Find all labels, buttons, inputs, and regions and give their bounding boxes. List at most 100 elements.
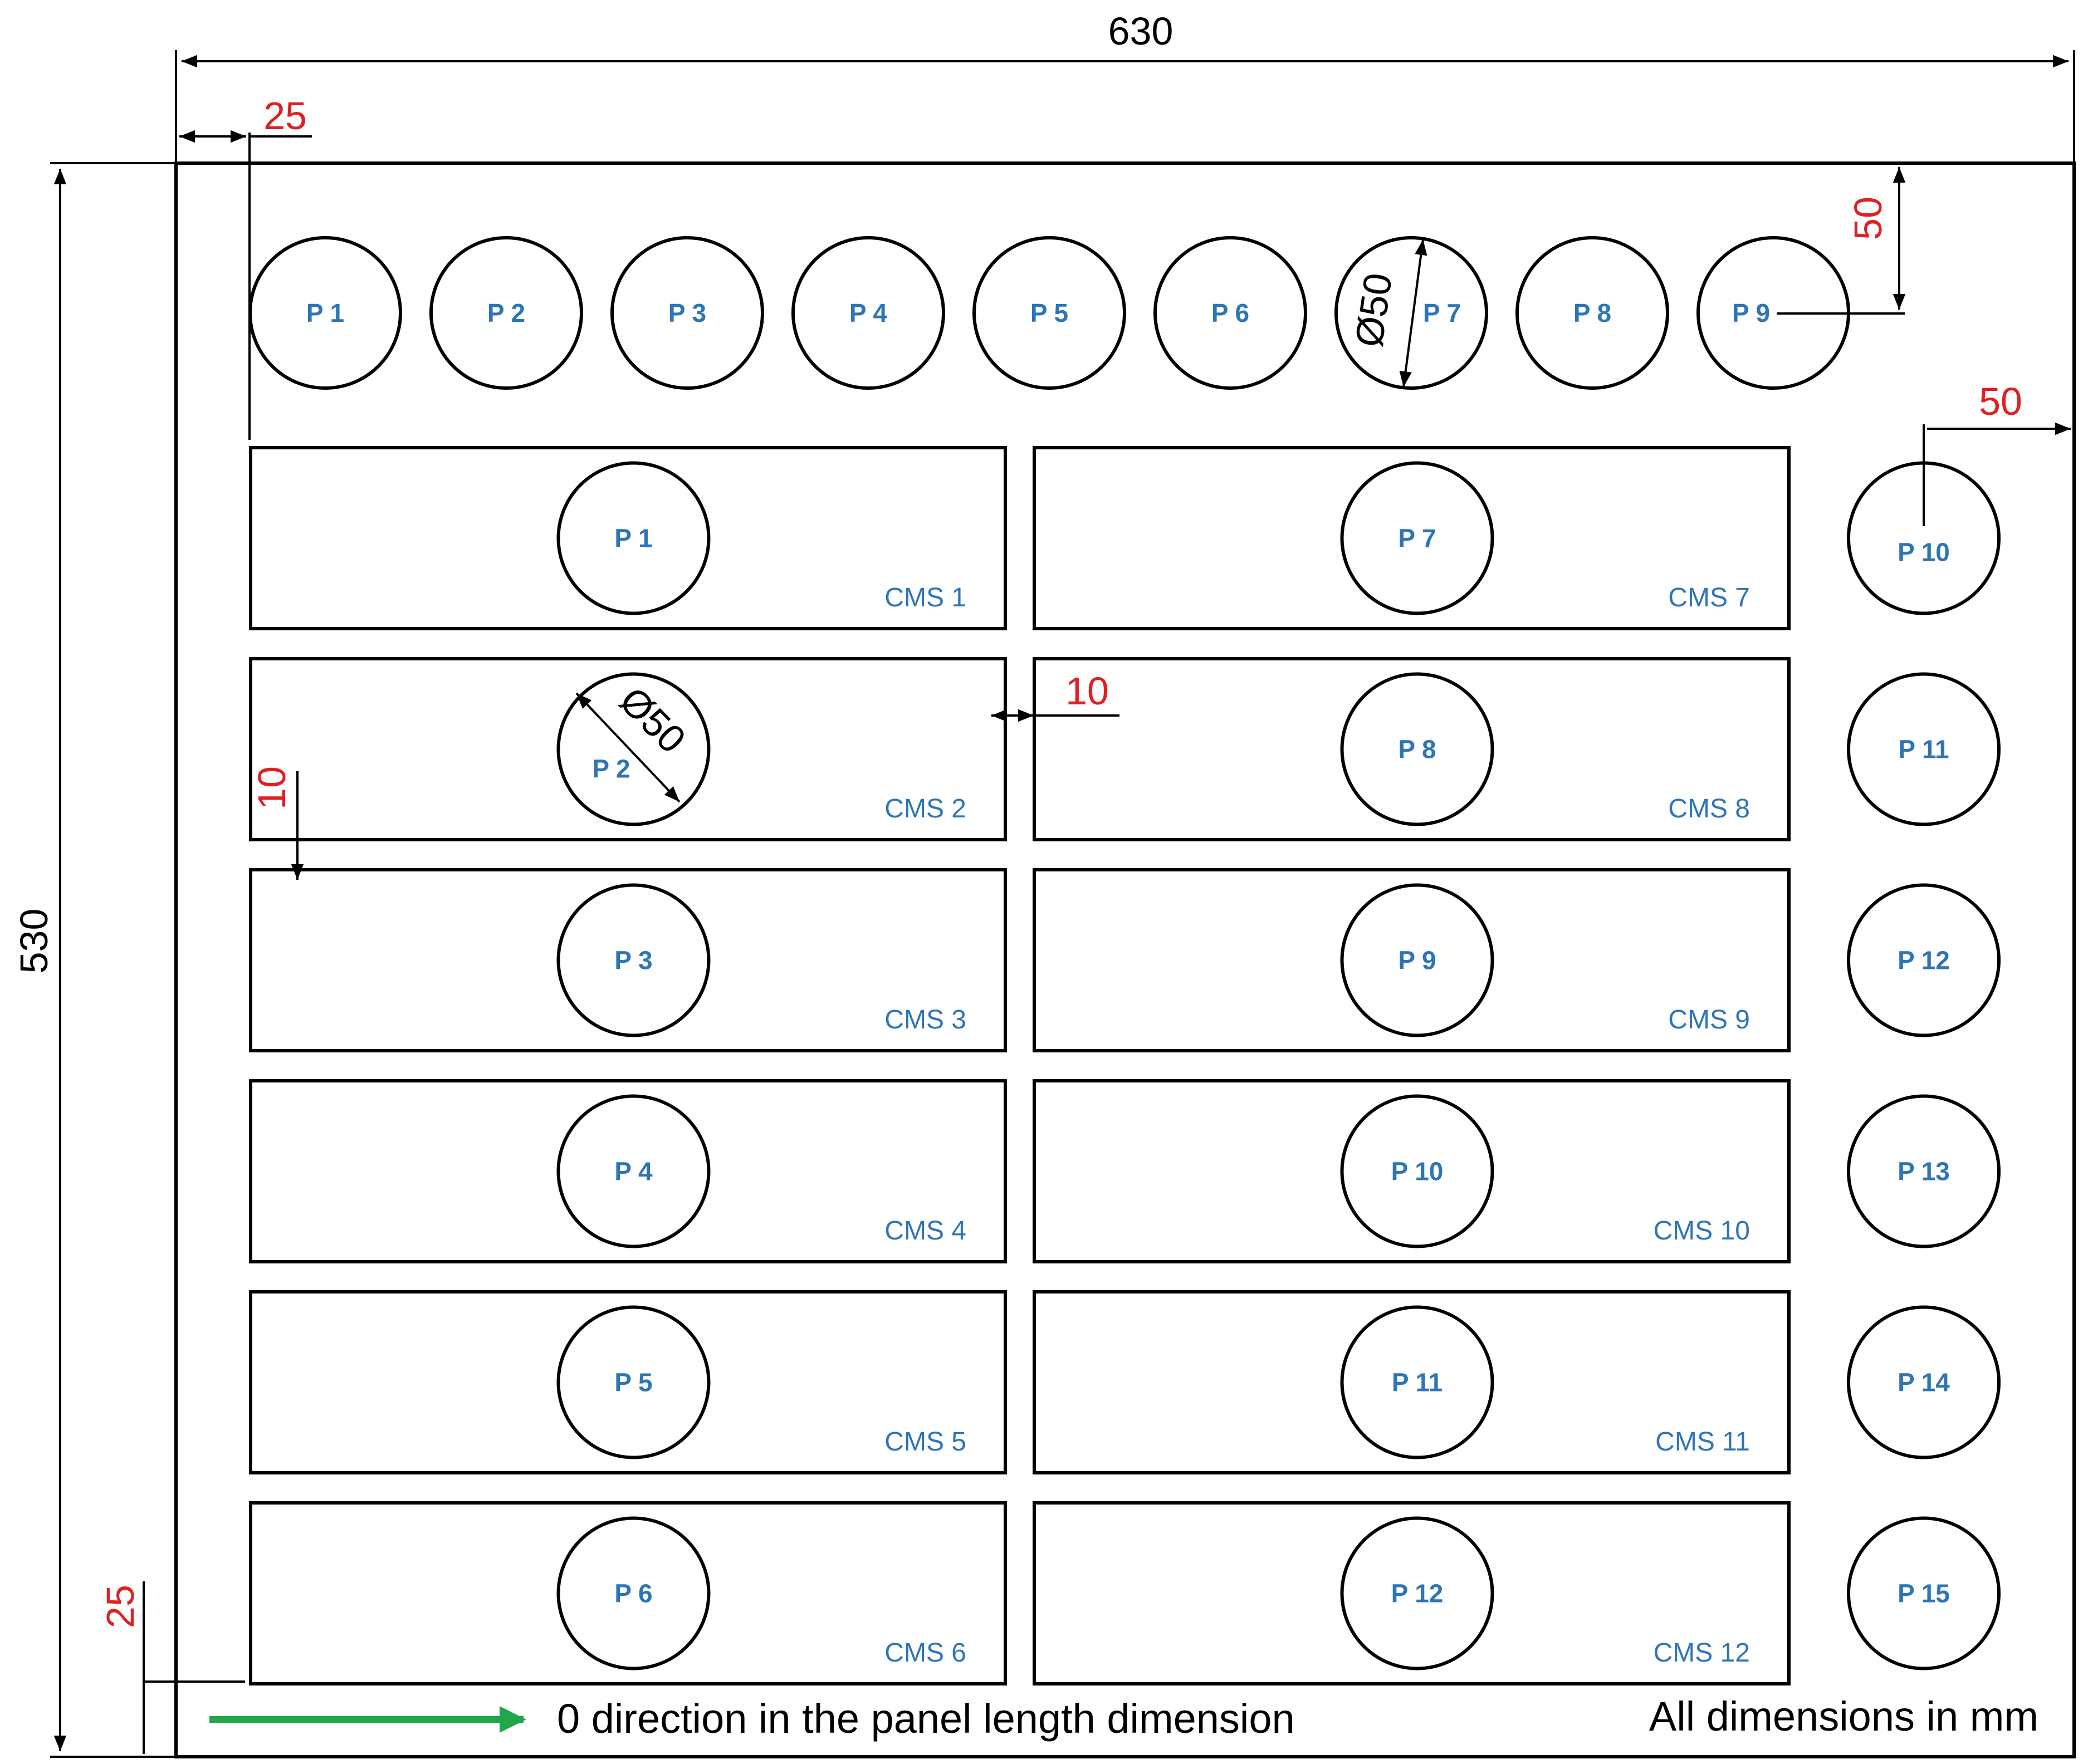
cms-left-5-specimen-circle (556, 1305, 711, 1459)
cms-right-2-label: CMS 8 (1668, 794, 1750, 824)
top-specimen-8: P 8 (1515, 236, 1669, 390)
cms-left-6-specimen-circle (556, 1516, 711, 1670)
cms-left-6-specimen-label: P 6 (614, 1579, 652, 1608)
dim-top-offset-label: 50 (1846, 197, 1890, 240)
dim-bottom-margin-label: 25 (99, 1585, 142, 1628)
top-specimen-6-circle (1153, 236, 1307, 390)
cms-left-1-specimen-label: P 1 (614, 524, 652, 553)
top-specimen-4: P 4 (791, 236, 945, 390)
cms-right-1-label: CMS 7 (1668, 583, 1750, 612)
dim-bottom-margin: 25 (99, 1581, 245, 1754)
cms-right-3: P 9 CMS 9 (1033, 868, 1791, 1052)
cms-left-1-rect (249, 446, 1007, 630)
top-specimen-9-label: P 9 (1732, 298, 1770, 327)
dim-gap-horizontal: 10 (991, 669, 1119, 722)
cms-right-2-specimen-label: P 8 (1398, 735, 1436, 764)
top-specimen-1-circle (248, 236, 402, 390)
cms-right-5-specimen: P 11 (1340, 1305, 1494, 1459)
top-specimen-3-circle (610, 236, 764, 390)
cms-right-4-specimen-label: P 10 (1391, 1157, 1444, 1186)
top-specimen-7-label: P 7 (1423, 298, 1461, 327)
cms-right-6-rect (1033, 1501, 1791, 1685)
cms-left-4-specimen: P 4 (556, 1094, 711, 1248)
right-specimen-3: P 12 (1847, 883, 2001, 1037)
dim-right-offset: 50 (1923, 380, 2071, 526)
cms-left-2: P 2 CMS 2 (249, 657, 1007, 841)
top-specimen-6: P 6 (1153, 236, 1307, 390)
cms-right-3-specimen: P 9 (1340, 883, 1494, 1037)
cms-left-1-label: CMS 1 (884, 583, 966, 612)
right-specimen-2: P 11 (1847, 672, 2001, 826)
top-specimen-1-label: P 1 (306, 298, 344, 327)
cms-left-4-specimen-circle (556, 1094, 711, 1248)
top-specimen-9: P 9 (1696, 236, 1850, 390)
cms-left-4-rect (249, 1079, 1007, 1263)
right-specimen-4-label: P 13 (1898, 1157, 1950, 1186)
cms-left-1-specimen: P 1 (556, 461, 711, 615)
cms-right-4-rect (1033, 1079, 1791, 1263)
top-specimen-7-circle (1334, 236, 1488, 390)
cms-right-3-specimen-label: P 9 (1398, 946, 1436, 975)
right-specimen-5: P 14 (1847, 1305, 2001, 1459)
right-specimen-4-circle (1847, 1094, 2001, 1248)
right-specimen-6-label: P 15 (1898, 1579, 1950, 1608)
dim-overall-width-label: 630 (1108, 9, 1173, 53)
diameter-cms-annotation: Ø50 (575, 679, 694, 803)
cms-right-2-specimen: P 8 (1340, 672, 1494, 826)
cms-right-6: P 12 CMS 12 (1033, 1501, 1791, 1685)
dim-gap-horizontal-label: 10 (1065, 669, 1109, 713)
cms-left-6-rect (249, 1501, 1007, 1685)
dim-overall-height: 530 (12, 162, 176, 1758)
top-specimen-8-label: P 8 (1573, 298, 1611, 327)
cms-right-6-specimen-circle (1340, 1516, 1494, 1670)
cms-left-1: P 1 CMS 1 (249, 446, 1007, 630)
cms-left-5-specimen-label: P 5 (614, 1368, 652, 1397)
cms-right-6-specimen-label: P 12 (1391, 1579, 1444, 1608)
cms-right-1: P 7 CMS 7 (1033, 446, 1791, 630)
right-specimen-3-label: P 12 (1898, 946, 1950, 975)
top-specimen-8-circle (1515, 236, 1669, 390)
dim-overall-height-label: 530 (12, 909, 56, 974)
right-specimen-1: P 10 (1847, 461, 2001, 615)
diameter-top-label: Ø50 (1347, 271, 1400, 350)
cms-left-2-label: CMS 2 (884, 794, 966, 824)
cms-right-1-specimen-label: P 7 (1398, 524, 1436, 553)
cms-right-1-specimen: P 7 (1340, 461, 1494, 615)
cms-right-3-label: CMS 9 (1668, 1005, 1750, 1035)
top-specimen-3: P 3 (610, 236, 764, 390)
cms-right-2: P 8 CMS 8 (1033, 657, 1791, 841)
cms-right-4-label: CMS 10 (1654, 1216, 1750, 1246)
cms-right-4-specimen-circle (1340, 1094, 1494, 1248)
cms-left-3-label: CMS 3 (884, 1005, 966, 1035)
cms-left-3-rect (249, 868, 1007, 1052)
top-specimen-2-label: P 2 (487, 298, 525, 327)
top-specimen-5: P 5 (972, 236, 1126, 390)
right-specimen-1-circle (1847, 461, 2001, 615)
top-specimen-1: P 1 (248, 236, 402, 390)
right-specimen-2-label: P 11 (1898, 735, 1949, 764)
top-specimen-2-circle (429, 236, 583, 390)
cms-right-2-specimen-circle (1340, 672, 1494, 826)
cms-left-2-specimen-label: P 2 (592, 754, 630, 783)
cms-left-3-specimen: P 3 (556, 883, 711, 1037)
cms-left-4-specimen-label: P 4 (614, 1157, 653, 1186)
dim-right-offset-label: 50 (1979, 380, 2022, 423)
units-text: All dimensions in mm (1649, 1693, 2038, 1739)
dim-gap-vertical-label: 10 (250, 766, 294, 810)
cms-left-3: P 3 CMS 3 (249, 868, 1007, 1052)
panel-outline (174, 161, 2076, 1758)
dim-top-offset: 50 (1777, 167, 1906, 315)
right-specimen-5-label: P 14 (1898, 1368, 1950, 1397)
top-specimen-2: P 2 (429, 236, 583, 390)
cms-right-6-label: CMS 12 (1654, 1638, 1750, 1668)
dim-left-margin-label: 25 (263, 94, 307, 138)
right-column-specimens: P 10 P 11 P 12 P 13 P 14 P 15 (1847, 461, 2001, 1670)
right-specimen-1-label: P 10 (1898, 538, 1950, 567)
cms-right-2-rect (1033, 657, 1791, 841)
